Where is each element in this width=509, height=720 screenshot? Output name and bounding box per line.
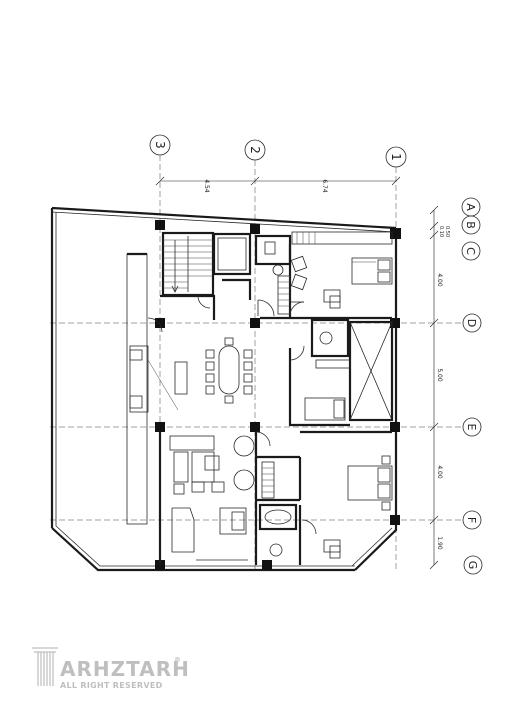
brand-name: ARHZTARH xyxy=(60,657,190,681)
left-terrace xyxy=(126,252,148,525)
dining-table xyxy=(205,337,253,404)
dim-top-0: 4.54 xyxy=(203,179,210,193)
grid-axis-f: F xyxy=(50,510,482,530)
bed-2 xyxy=(304,397,346,421)
kitchen-island xyxy=(174,361,188,395)
grid-axis-d: D xyxy=(50,313,482,333)
dim-right-3: 5.00 xyxy=(436,368,443,382)
door-swings xyxy=(147,295,317,535)
grid-axis-g-label: G xyxy=(466,561,479,570)
grid-axis-c-label: C xyxy=(464,247,477,255)
grid-axis-g: G xyxy=(463,555,483,575)
brand-registered: ® xyxy=(174,656,181,664)
armchairs-3 xyxy=(323,539,341,559)
elevator-shaft xyxy=(212,232,252,276)
grid-axis-d-label: D xyxy=(465,319,478,327)
dim-right-1: 0.50 xyxy=(444,226,450,237)
bed-1 xyxy=(351,257,393,285)
brand-tagline: ALL RIGHT RESERVED xyxy=(60,681,163,690)
grid-axis-a-label: A xyxy=(464,203,477,211)
dim-right-5: 1.90 xyxy=(436,536,443,550)
grid-axis-2-label: 2 xyxy=(248,146,262,154)
grid-axis-b: B xyxy=(461,215,481,235)
structural-columns xyxy=(155,220,401,570)
building-outline xyxy=(50,206,398,572)
dim-right-4: 4.00 xyxy=(436,465,443,479)
l-sofa xyxy=(171,507,247,553)
bed-3 xyxy=(347,455,393,511)
grid-axis-a: A xyxy=(461,197,481,217)
top-dimension-line: 4.54 6.74 xyxy=(155,176,401,193)
living-sofas xyxy=(169,435,255,495)
brand-logo: ARHZTARH ® ALL RIGHT RESERVED xyxy=(32,647,190,690)
dim-right-0: 0.10 xyxy=(438,226,444,237)
right-dimension-line: 0.10 0.50 4.00 5.00 4.00 1.90 xyxy=(429,205,450,570)
grid-axis-e: E xyxy=(50,417,482,437)
grid-axis-e-label: E xyxy=(465,424,478,431)
grid-axis-1-label: 1 xyxy=(389,153,403,161)
grid-axis-c: C xyxy=(461,241,481,261)
dim-top-1: 6.74 xyxy=(321,179,328,193)
dim-right-2: 4.00 xyxy=(436,273,443,287)
armchairs-1 xyxy=(290,255,341,309)
grid-axis-b-label: B xyxy=(464,221,477,229)
grid-axis-f-label: F xyxy=(465,517,478,523)
staircase xyxy=(161,231,215,297)
interior-walls xyxy=(129,231,394,565)
grid-axis-3-label: 3 xyxy=(153,141,167,149)
pillar-logo-icon xyxy=(32,647,58,686)
